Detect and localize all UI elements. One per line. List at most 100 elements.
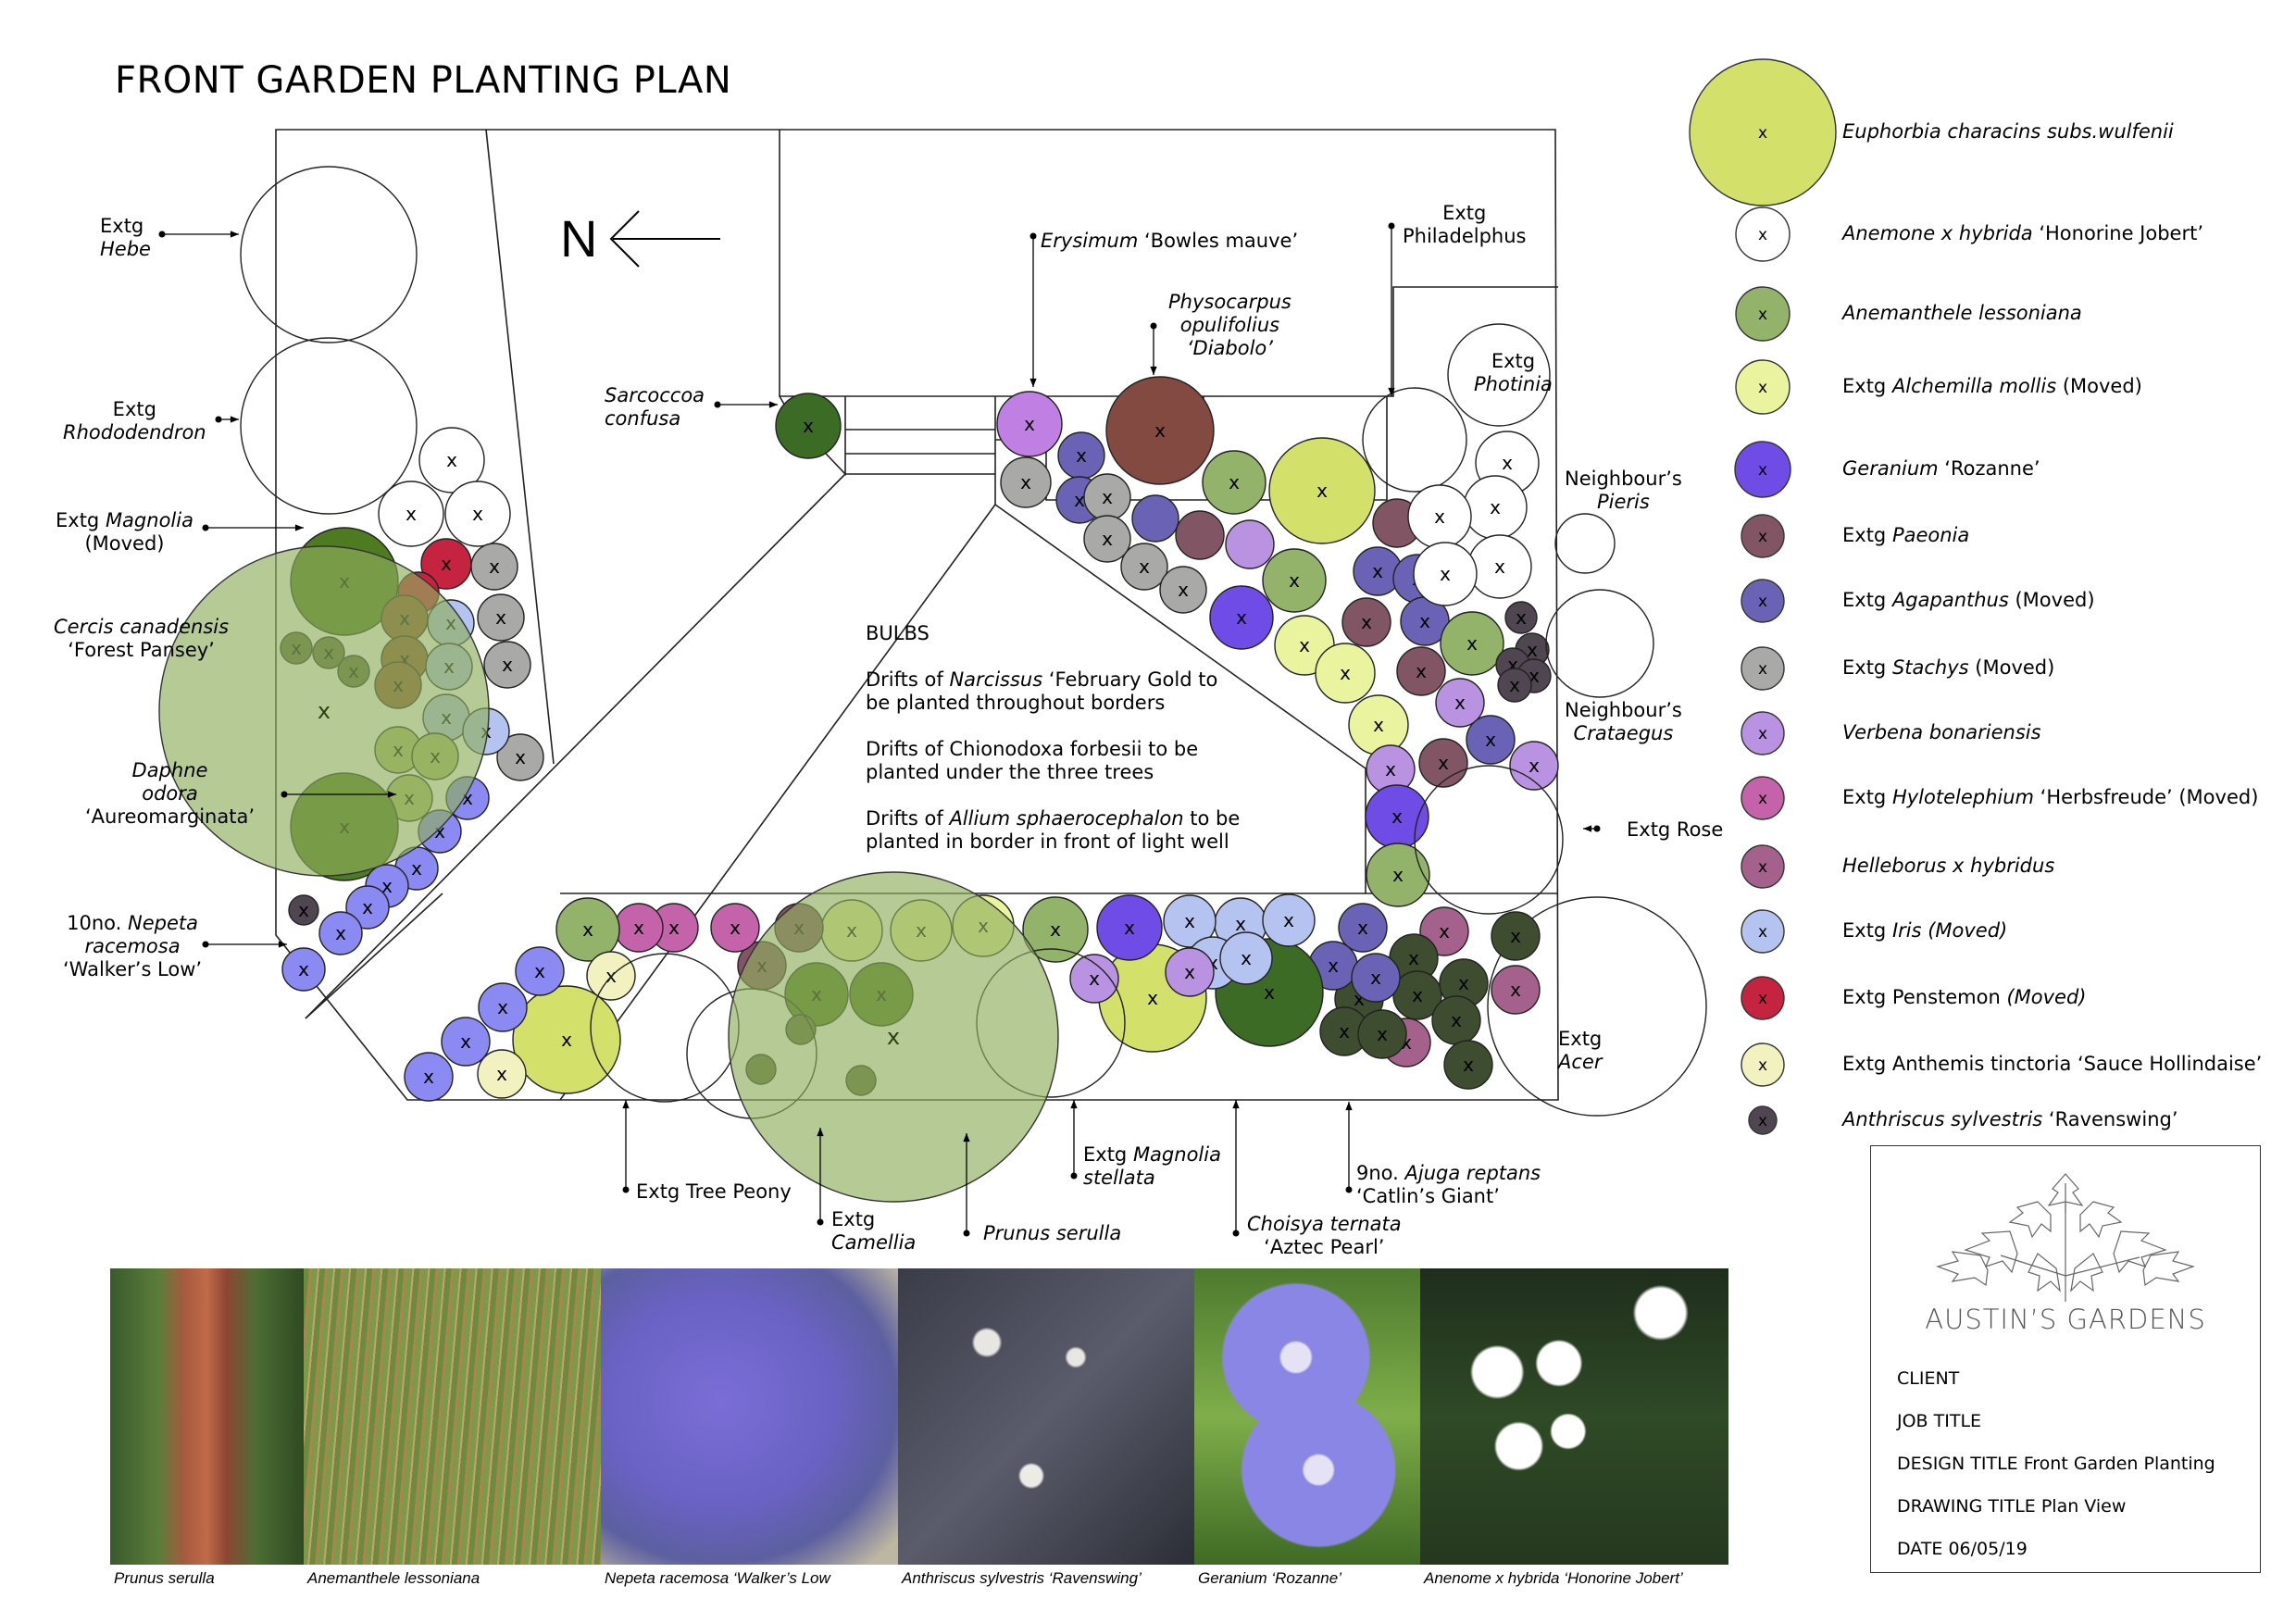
plant-ajuga: x [1431, 995, 1481, 1045]
plant-verbena: x [1069, 954, 1119, 1004]
plant-marker: x [446, 449, 457, 471]
plant-anthriscus: x [1497, 668, 1532, 703]
plant-stachys: x [477, 593, 525, 642]
legend-swatch-anemanthele: x [1735, 286, 1791, 342]
svg-text:x: x [1758, 1056, 1767, 1075]
plant-marker: x [1454, 692, 1466, 714]
label-rose: Extg Rose [1627, 818, 1724, 841]
plant-marker: x [1385, 758, 1396, 780]
plant-marker: x [1392, 864, 1404, 886]
plant-marker: x [1050, 918, 1061, 941]
plant-agapanthus [1131, 494, 1179, 543]
plant-marker: x [489, 556, 500, 578]
plant-anemanthele: x [1202, 450, 1267, 515]
plant-physocarpus: x [1105, 376, 1215, 485]
plant-marker: x [472, 503, 483, 525]
plant-nepeta: x [281, 947, 326, 992]
legend-swatch-paeonia: x [1741, 514, 1785, 558]
plant-marker: x [1416, 660, 1427, 682]
plant-photo-anthriscus [898, 1268, 1194, 1565]
label-tree-peony: Extg Tree Peony [636, 1180, 792, 1203]
plant-marker: x [1463, 1054, 1474, 1076]
plant-anemanthele: x [1022, 896, 1089, 963]
plant-marker: x [668, 917, 680, 939]
design-title-field: DESIGN TITLE Front Garden Planting [1897, 1454, 2215, 1474]
legend-item-alchemilla: Extg Alchemilla mollis (Moved) [1842, 375, 2142, 397]
plant-marker: x [1147, 987, 1158, 1009]
legend-item-penstemon: Extg Penstemon (Moved) [1842, 986, 2087, 1008]
plant-iris: x [1262, 893, 1316, 947]
plant-existing [1487, 896, 1707, 1117]
leader-line [1029, 232, 1037, 388]
plant-agapanthus: x [1353, 546, 1403, 596]
plant-euphorbia: x [1268, 437, 1376, 544]
legend-item-paeonia: Extg Paeonia [1842, 524, 1970, 546]
bulbs-heading: BULBS [866, 622, 930, 644]
plant-iris: x [1163, 894, 1217, 948]
legend-swatch-alchemilla: x [1735, 359, 1791, 415]
plant-marker: x [423, 1066, 434, 1088]
outline-segment [305, 473, 996, 1101]
plant-anemone: x [1413, 542, 1478, 606]
plant-anthemis: x [477, 1049, 527, 1099]
plant-anthriscus: x [1504, 601, 1538, 634]
photo-caption: Nepeta racemosa ‘Walker’s Low [605, 1569, 830, 1587]
svg-text:x: x [1758, 660, 1767, 679]
plant-anemone: x [1463, 475, 1528, 540]
plant-marker: x [1102, 486, 1113, 508]
plant-photo-prunus-bark [110, 1268, 304, 1565]
plant-stachys: x [1083, 515, 1131, 563]
job-title-field: JOB TITLE [1897, 1411, 1982, 1431]
plant-marker: x [1020, 471, 1031, 493]
label-erysimum: Erysimum ‘Bowles mauve’ [1041, 230, 1299, 252]
plant-alchemilla: x [1348, 694, 1409, 755]
plant-existing [240, 337, 418, 515]
plant-existing [240, 166, 418, 343]
label-cercis: Cercis canadensis‘Forest Pansey’ [54, 616, 230, 661]
svg-text:x: x [1758, 379, 1767, 397]
plant-nepeta: x [515, 946, 565, 996]
plant-stachys: x [496, 733, 544, 781]
plant-hylotelephium: x [649, 903, 699, 953]
plant-agapanthus: x [1466, 715, 1516, 765]
plant-agapanthus: x [1338, 903, 1388, 953]
svg-text:x: x [1758, 528, 1767, 546]
plant-marker: x [1361, 611, 1372, 633]
plant-marker: x [1502, 452, 1513, 474]
leader-line [202, 524, 305, 531]
legend-swatch-anemone: x [1735, 206, 1791, 262]
plant-marker: x [1089, 968, 1100, 990]
plant-marker: x [1451, 1009, 1462, 1031]
plant-euphorbia: x [512, 985, 621, 1094]
plant-agapanthus: x [1351, 953, 1401, 1003]
legend-item-euphorbia: Euphorbia characins subs.wulfenii [1842, 120, 2174, 143]
plant-marker: x [1241, 947, 1252, 969]
legend-item-anemanthele: Anemanthele lessoniana [1842, 302, 2082, 324]
svg-text:x: x [1758, 306, 1767, 324]
plant-hylotelephium: x [614, 903, 664, 953]
plant-marker: x [1178, 579, 1189, 601]
tree-canopy: x [728, 871, 1059, 1203]
plant-stachys: x [483, 641, 531, 689]
plant-marker: x [1289, 569, 1300, 592]
plant-marker: x [1316, 480, 1328, 502]
plant-geranium: x [1209, 585, 1274, 650]
plant-marker: x [298, 899, 309, 921]
plant-ajuga: x [1392, 970, 1442, 1020]
plant-marker: x [318, 698, 331, 724]
plant-agapanthus: x [1057, 431, 1105, 480]
plant-marker: x [1458, 972, 1469, 994]
plant-marker: x [1328, 955, 1339, 977]
plant-marker: x [298, 958, 309, 980]
legend-swatch-euphorbia: x [1689, 58, 1837, 206]
legend-swatch-anthemis: x [1741, 1042, 1785, 1087]
